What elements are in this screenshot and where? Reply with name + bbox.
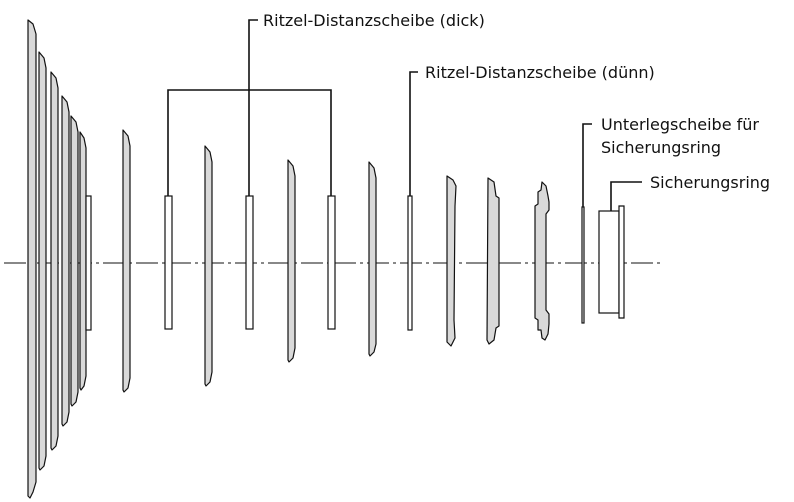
sprocket-6 <box>79 131 87 391</box>
sprocket-4 <box>61 95 70 427</box>
sprocket-10 <box>368 161 377 357</box>
stack-spacer <box>85 195 92 331</box>
sprocket-2 <box>38 51 47 471</box>
sprocket-1 <box>27 19 37 499</box>
sprocket-12 <box>486 177 500 345</box>
label-spacer-thick: Ritzel-Distanzscheibe (dick) <box>263 11 485 30</box>
sprocket-13 <box>534 181 550 341</box>
label-lockring: Sicherungsring <box>650 173 770 192</box>
spacer-thin <box>407 195 413 331</box>
sprocket-stack <box>27 19 92 499</box>
sprocket-9 <box>287 159 296 363</box>
leader-lockring-washer <box>582 123 592 207</box>
sprocket-7 <box>122 129 131 393</box>
sprocket-3 <box>50 71 59 451</box>
lockring <box>598 205 625 319</box>
label-lockring-washer-line2: Sicherungsring <box>601 138 721 157</box>
label-spacer-thin: Ritzel-Distanzscheibe (dünn) <box>425 63 655 82</box>
label-lockring-washer-line1: Unterlegscheibe für <box>601 115 759 134</box>
leader-spacer-thick <box>167 19 332 196</box>
leader-lockring <box>610 181 642 211</box>
spacer-thick-1 <box>164 195 173 330</box>
sprocket-11 <box>446 175 457 347</box>
sprocket-5 <box>70 115 79 407</box>
lockring-washer <box>581 206 585 324</box>
spacer-thick-3 <box>327 195 336 330</box>
sprocket-8 <box>204 145 213 387</box>
leader-spacer-thin <box>409 71 418 196</box>
spacer-thick-2 <box>245 195 254 330</box>
